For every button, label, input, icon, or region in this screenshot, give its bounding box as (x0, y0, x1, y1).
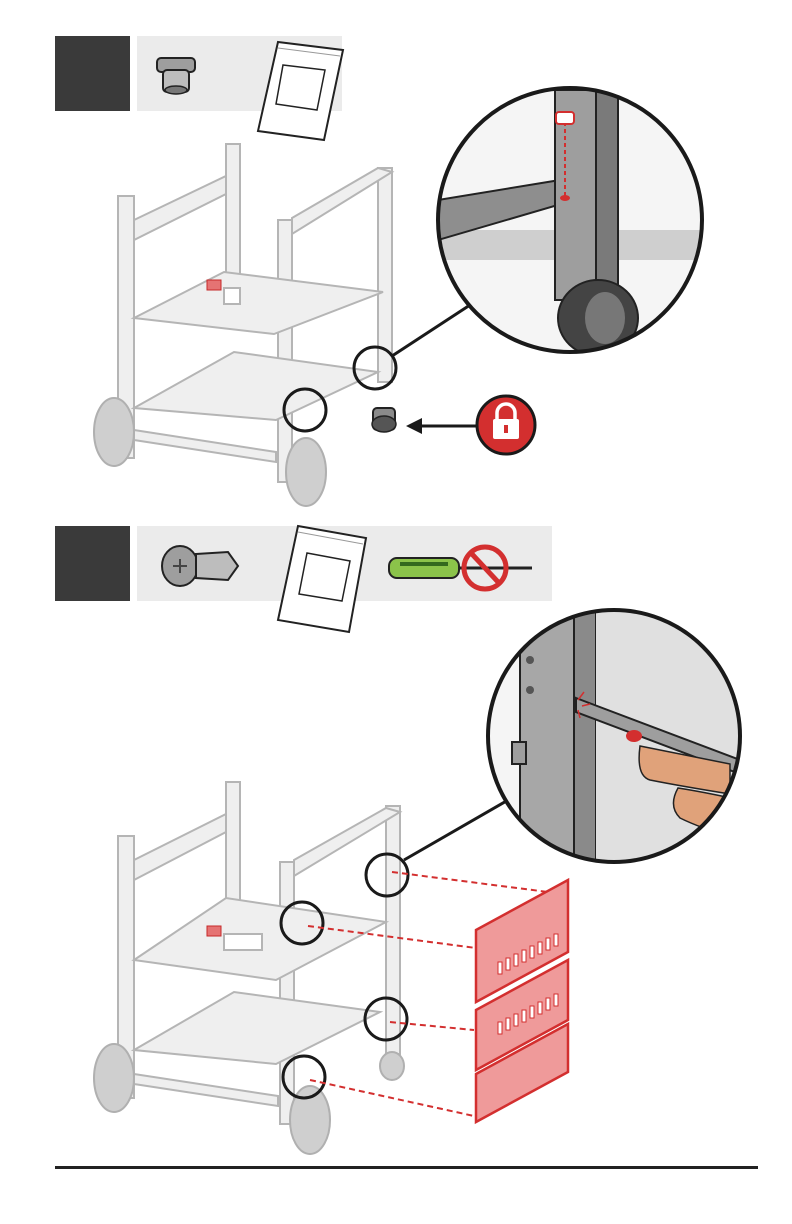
cart-frame (118, 144, 392, 482)
callout-circle-bottom-right (365, 998, 407, 1040)
caster-plug-icon (157, 58, 195, 94)
wheels-2 (94, 1044, 404, 1154)
page-footer-rule (55, 1166, 758, 1169)
cart-frame-2 (118, 782, 400, 1124)
hardware-bag-icon (258, 42, 343, 140)
callout-circle-top-left (281, 902, 323, 944)
step-2-badge (55, 526, 130, 601)
caster (372, 408, 396, 432)
callout-circle-bottom-left (283, 1056, 325, 1098)
callout-circle-top-right (366, 854, 408, 896)
step-1-figure (0, 0, 792, 520)
lock-icon (477, 396, 535, 454)
guide-lines (308, 872, 548, 1116)
zoom-detail-rivet (488, 610, 740, 862)
step-2-parts-bar (137, 526, 552, 601)
lock-arrow (406, 418, 476, 434)
zoom-detail-caster-plug (438, 88, 702, 356)
rear-panel (476, 880, 568, 1122)
